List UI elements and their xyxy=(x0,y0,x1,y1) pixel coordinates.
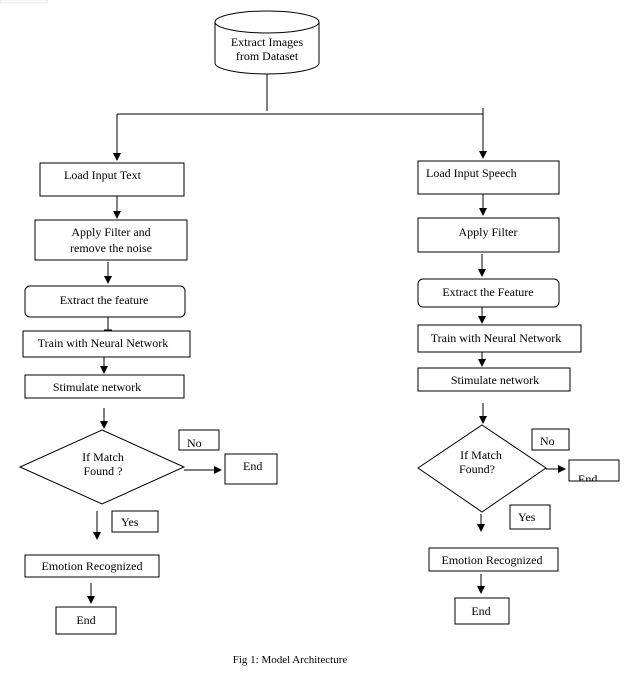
right-end-box xyxy=(454,597,510,625)
right-stimulate-label: Stimulate network xyxy=(451,373,539,387)
left-filter-label-line2: remove the noise xyxy=(70,241,152,255)
right-filter-label: Apply Filter xyxy=(459,225,518,239)
left-filter-label-line1: Apply Filter and xyxy=(71,225,150,239)
right-emotion-label: Emotion Recognized xyxy=(442,553,543,567)
left-stimulate-box xyxy=(24,374,185,399)
right-filter-box xyxy=(417,217,560,253)
left-decision-diamond xyxy=(18,429,186,505)
left-filter-box xyxy=(34,219,188,261)
left-end-box xyxy=(55,606,117,635)
right-yes-box xyxy=(509,504,551,530)
right-no-label: No xyxy=(540,434,555,448)
left-train-label: Train with Neural Network xyxy=(38,336,169,350)
left-no-box xyxy=(178,429,220,451)
start-label-line2: from Dataset xyxy=(236,49,299,63)
left-decision-label-line2: Found ? xyxy=(84,464,123,478)
left-yes-label: Yes xyxy=(121,515,139,529)
right-emotion-box xyxy=(428,547,559,572)
left-end-no-box xyxy=(224,453,278,485)
left-emotion-label: Emotion Recognized xyxy=(42,559,143,573)
left-emotion-box xyxy=(24,554,160,578)
start-database-cylinder: Extract Images from Dataset xyxy=(214,10,320,75)
right-train-label: Train with Neural Network xyxy=(431,331,562,345)
left-train-box xyxy=(22,330,191,358)
left-no-label: No xyxy=(187,436,202,450)
right-decision-diamond xyxy=(417,424,547,513)
left-yes-box xyxy=(111,510,159,533)
right-stimulate-box xyxy=(417,367,571,392)
left-load-box xyxy=(39,162,185,197)
left-extract-box xyxy=(24,285,186,318)
right-train-box xyxy=(417,324,582,353)
left-load-label: Load Input Text xyxy=(64,168,142,182)
left-end-label: End xyxy=(76,613,95,627)
left-decision-label-line1: If Match xyxy=(82,450,124,464)
right-end-no-box xyxy=(568,459,620,482)
branch-connectors xyxy=(113,74,487,161)
right-extract-box xyxy=(417,278,560,308)
right-end-no-label: End xyxy=(578,472,597,486)
right-branch: Load Input Speech Apply Filter Extract t… xyxy=(417,160,620,625)
left-end-no-label: End xyxy=(243,459,262,473)
right-no-box xyxy=(531,428,570,451)
corner-artifact xyxy=(0,0,48,4)
start-label-line1: Extract Images xyxy=(231,35,304,49)
right-extract-label: Extract the Feature xyxy=(442,285,533,299)
right-load-label: Load Input Speech xyxy=(426,166,517,180)
right-decision-label-line1: If Match xyxy=(460,448,502,462)
left-extract-label: Extract the feature xyxy=(60,293,149,307)
right-decision-label-line2: Found? xyxy=(459,462,495,476)
left-stimulate-label: Stimulate network xyxy=(53,380,141,394)
right-end-label: End xyxy=(471,604,490,618)
figure-caption: Fig 1: Model Architecture xyxy=(233,654,348,666)
right-yes-label: Yes xyxy=(518,510,536,524)
right-load-box xyxy=(417,160,560,195)
left-branch: Load Input Text Apply Filter and remove … xyxy=(18,162,278,635)
